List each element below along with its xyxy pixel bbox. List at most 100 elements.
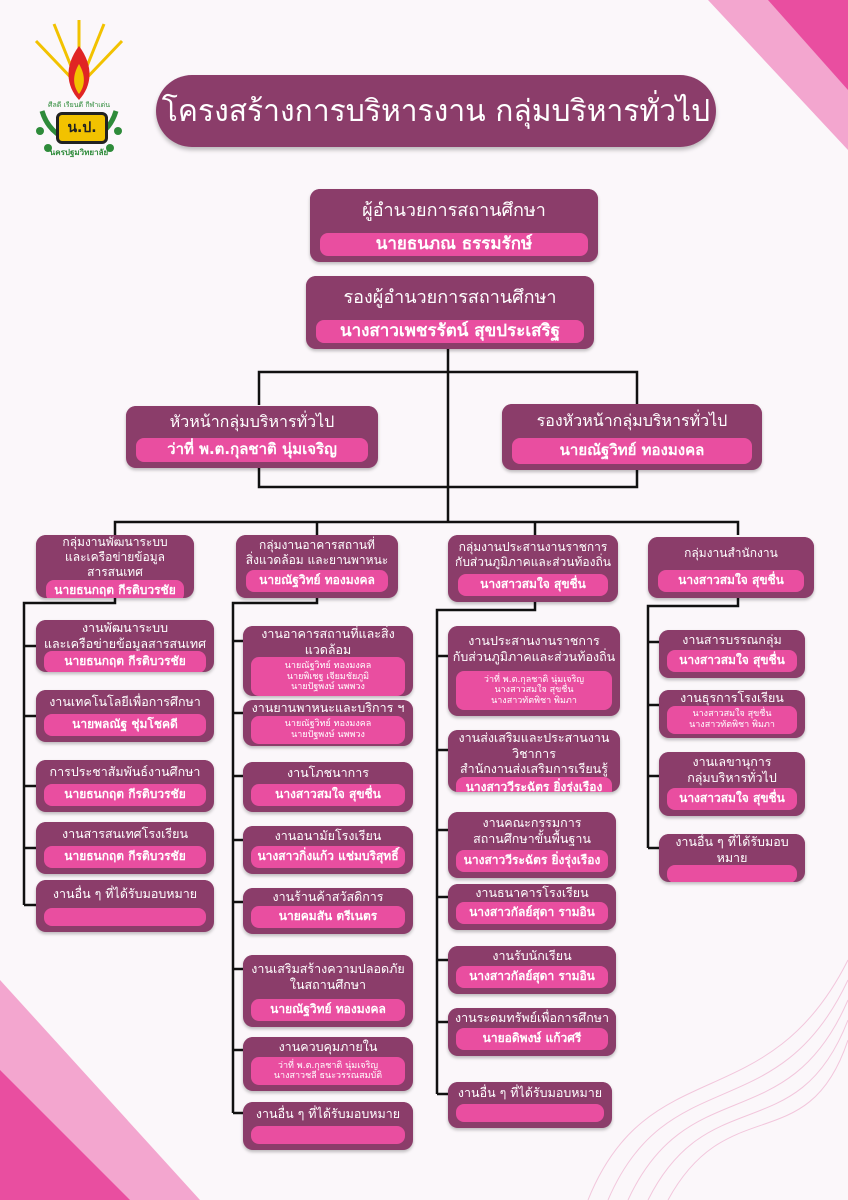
task-box-2-3: งานโภชนาการนางสาวสมใจ สุขชื่น [243,762,413,812]
group-head-title: หัวหน้ากลุ่มบริหารทั่วไป [126,406,378,438]
person-name: นางสาวชลี ธนะวรรณสมบัติ [273,1071,383,1081]
category-box-1-names: นายธนกฤต กีรติบวรชัย [46,580,184,598]
category-box-4: กลุ่มงานสำนักงานนางสาวสมใจ สุขชื่น [648,537,814,598]
task-box-4-1-names: นางสาวสมใจ สุขชื่น [667,650,797,672]
task-box-3-6: งานระดมทรัพย์เพื่อการศึกษานายอดิพงษ์ แก้… [448,1008,616,1056]
task-box-1-1-names: นายธนกฤต กีรติบวรชัย [44,651,206,672]
task-box-1-4-names: นายธนกฤต กีรติบวรชัย [44,846,206,868]
task-box-2-2: งานยานพาหนะและบริการ ฯนายณัฐวิทย์ ทองมงค… [243,700,413,746]
task-box-1-5: งานอื่น ๆ ที่ได้รับมอบหมาย [36,880,214,932]
task-box-2-4-names: นางสาวกิ่งแก้ว แช่มบริสุทธิ์ [251,846,405,868]
category-box-3-names: นางสาวสมใจ สุขชื่น [458,574,608,596]
director-name: นายธนภณ ธรรมรักษ์ [320,233,588,256]
task-box-3-2-names: นางสาววีระฉัตร ยิ่งรุ่งเรือง [456,776,612,792]
wave-decoration-bottom-right [587,959,848,1200]
person-name: นายปัฐพงษ์ นพพวง [291,729,365,740]
task-box-4-1-title: งานสารบรรณกลุ่ม [659,630,805,650]
corner-decoration-top-right [708,0,848,150]
task-box-3-5-names: นางสาวกัลย์สุดา รามอิน [456,966,608,988]
task-box-2-7-title: งานควบคุมภายใน [243,1037,413,1057]
task-box-2-4-title: งานอนามัยโรงเรียน [243,826,413,846]
person-name: นายธนกฤต กีรติบวรชัย [64,849,186,864]
task-box-3-6-title: งานระดมทรัพย์เพื่อการศึกษา [448,1008,616,1028]
person-name: นางสาวสมใจ สุขชื่น [678,573,784,588]
director-title: ผู้อำนวยการสถานศึกษา [310,189,598,233]
person-name: ว่าที่ พ.ต.กุลชาติ นุ่มเจริญ [483,674,585,685]
person-name: นายณัฐวิทย์ ทองมงคล [259,573,375,588]
task-box-3-4-title: งานธนาคารโรงเรียน [448,884,616,902]
task-box-1-3-title: การประชาสัมพันธ์งานศึกษา [36,760,214,784]
school-logo: ศีลดี เรียนดี กีฬาเด่น น.ป. นครปฐมวิทยาล… [24,16,134,181]
person-name: นางสาววีระฉัตร ยิ่งรุ่งเรือง [465,779,603,792]
task-box-2-4: งานอนามัยโรงเรียนนางสาวกิ่งแก้ว แช่มบริส… [243,826,413,874]
task-box-1-5-names [44,908,206,926]
category-box-2-names: นายณัฐวิทย์ ทองมงคล [246,570,388,592]
group-deputy-name: นายณัฐวิทย์ ทองมงคล [512,438,752,464]
person-name: นางสาวสมใจ สุขชื่น [480,577,586,592]
person-name: นางสาวทัตพิชา พิมภา [689,719,775,730]
person-name: นายพิเชฐ เจียมชัยภูมิ [286,671,370,682]
group-deputy-title: รองหัวหน้ากลุ่มบริหารทั่วไป [502,404,762,438]
corner-decoration-bottom-left [0,980,200,1200]
category-box-2: กลุ่มงานอาคารสถานที่ สิ่งแวดล้อม และยานพ… [236,535,398,598]
person-name: นายธนกฤต กีรติบวรชัย [64,654,186,669]
task-box-3-2-title: งานส่งเสริมและประสานงานวิชาการ สำนักงานส… [448,730,620,777]
deputy-director-name: นางสาวเพชรรัตน์ สุขประเสริฐ [316,320,584,343]
task-box-1-4-title: งานสารสนเทศโรงเรียน [36,822,214,846]
person-name: นางสาวสมใจ สุขชื่น [692,709,772,720]
task-box-2-1-names: นายณัฐวิทย์ ทองมงคลนายพิเชฐ เจียมชัยภูมิ… [251,657,405,696]
group-head-name: ว่าที่ พ.ต.กุลชาติ นุ่มเจริญ [136,438,368,462]
task-box-4-4-title: งานอื่น ๆ ที่ได้รับมอบหมาย [659,834,805,866]
task-box-2-7: งานควบคุมภายในว่าที่ พ.ต.กุลชาติ นุ่มเจร… [243,1037,413,1091]
person-name: นางสาวสมใจ สุขชื่น [679,653,785,668]
task-box-4-3: งานเลขานุการ กลุ่มบริหารทั่วไปนางสาวสมใจ… [659,752,805,816]
person-name: ว่าที่ พ.ต.กุลชาติ นุ่มเจริญ [277,1060,379,1071]
task-box-3-5: งานรับนักเรียนนางสาวกัลย์สุดา รามอิน [448,946,616,994]
director-box: ผู้อำนวยการสถานศึกษา นายธนภณ ธรรมรักษ์ [310,189,598,262]
person-name: นายปัฐพงษ์ นพพวง [291,681,365,692]
task-box-3-5-title: งานรับนักเรียน [448,946,616,966]
deputy-director-title: รองผู้อำนวยการสถานศึกษา [306,276,594,320]
task-box-2-6-names: นายณัฐวิทย์ ทองมงคล [251,999,405,1021]
task-box-1-1-title: งานพัฒนาระบบ และเครือข่ายข้อมูลสารสนเทศ [36,620,214,652]
task-box-4-3-title: งานเลขานุการ กลุ่มบริหารทั่วไป [659,752,805,788]
task-box-2-1-title: งานอาคารสถานที่และสิ่งแวดล้อม [243,626,413,658]
task-box-2-5-names: นายคมสัน ตรีเนตร [251,906,405,928]
task-box-2-6-title: งานเสริมสร้างความปลอดภัย ในสถานศึกษา [243,955,413,999]
person-name: นายพลณัฐ ชุ่มโชคดี [72,717,178,732]
group-head-box: หัวหน้ากลุ่มบริหารทั่วไป ว่าที่ พ.ต.กุลช… [126,406,378,468]
person-name: นางสาวกัลย์สุดา รามอิน [469,905,595,920]
person-name: นายณัฐวิทย์ ทองมงคล [284,719,372,730]
task-box-2-5: งานร้านค้าสวัสดิการนายคมสัน ตรีเนตร [243,888,413,934]
task-box-1-3-names: นายธนกฤต กีรติบวรชัย [44,784,206,806]
task-box-2-5-title: งานร้านค้าสวัสดิการ [243,888,413,906]
person-name: นายธนกฤต กีรติบวรชัย [64,787,186,802]
person-name: นายอดิพงษ์ แก้วศรี [482,1031,582,1046]
task-box-1-2: งานเทคโนโลยีเพื่อการศึกษานายพลณัฐ ชุ่มโช… [36,690,214,742]
deputy-director-box: รองผู้อำนวยการสถานศึกษา นางสาวเพชรรัตน์ … [306,276,594,349]
task-box-2-7-names: ว่าที่ พ.ต.กุลชาติ นุ่มเจริญนางสาวชลี ธน… [251,1057,405,1085]
task-box-1-2-names: นายพลณัฐ ชุ่มโชคดี [44,714,206,736]
category-box-1-title: กลุ่มงานพัฒนาระบบ และเครือข่ายข้อมูลสารส… [36,535,194,580]
person-name: นางสาววีระฉัตร ยิ่งรุ่งเรือง [463,853,601,868]
task-box-3-7-title: งานอื่น ๆ ที่ได้รับมอบหมาย [448,1082,612,1104]
task-box-1-3: การประชาสัมพันธ์งานศึกษานายธนกฤต กีรติบว… [36,760,214,812]
logo-initials: น.ป. [56,112,108,144]
task-box-2-2-title: งานยานพาหนะและบริการ ฯ [243,700,413,716]
task-box-4-1: งานสารบรรณกลุ่มนางสาวสมใจ สุขชื่น [659,630,805,678]
person-name: นางสาวกัลย์สุดา รามอิน [469,969,595,984]
category-box-3: กลุ่มงานประสานงานราชการ กับส่วนภูมิภาคแล… [448,535,618,602]
task-box-3-7-names [456,1104,604,1122]
person-name: นายณัฐวิทย์ ทองมงคล [284,661,372,672]
task-box-2-8: งานอื่น ๆ ที่ได้รับมอบหมาย [243,1102,413,1150]
task-box-2-3-title: งานโภชนาการ [243,762,413,784]
task-box-3-3-title: งานคณะกรรมการ สถานศึกษาขั้นพื้นฐาน [448,812,616,850]
logo-motto: ศีลดี เรียนดี กีฬาเด่น [48,101,110,109]
logo-school-name: นครปฐมวิทยาลัย [49,148,109,157]
page-title: โครงสร้างการบริหารงาน กลุ่มบริหารทั่วไป [156,75,716,147]
category-box-1: กลุ่มงานพัฒนาระบบ และเครือข่ายข้อมูลสารส… [36,535,194,598]
task-box-3-1: งานประสานงานราชการ กับส่วนภูมิภาคและส่วน… [448,626,620,716]
task-box-3-2: งานส่งเสริมและประสานงานวิชาการ สำนักงานส… [448,730,620,792]
task-box-3-1-title: งานประสานงานราชการ กับส่วนภูมิภาคและส่วน… [448,626,620,671]
